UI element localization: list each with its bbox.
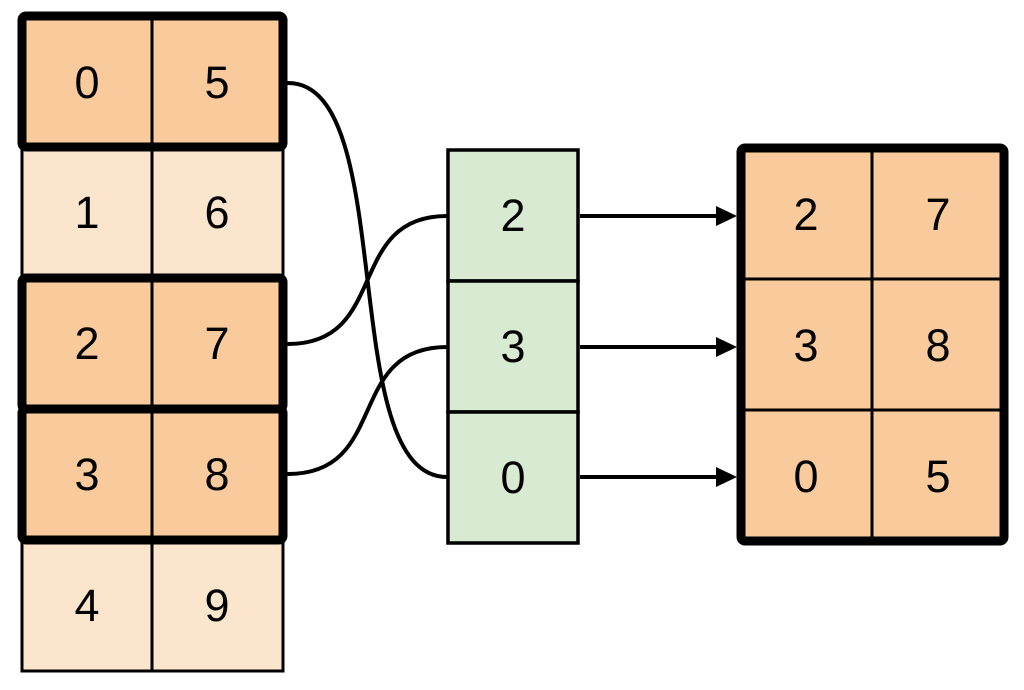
source-value-r0c0: 0 — [74, 57, 99, 108]
highlight-border-row3 — [17, 404, 288, 545]
result-value-r2c1: 5 — [925, 451, 950, 502]
source-value-r0c1: 5 — [204, 57, 229, 108]
index-value-1: 3 — [500, 321, 525, 372]
source-cell-r4c0 — [20, 538, 154, 673]
arrowhead-index1 — [716, 337, 737, 357]
result-table-border — [736, 143, 1009, 546]
result-table: 2 7 3 8 0 5 — [736, 143, 1009, 546]
source-value-r4c0: 4 — [74, 580, 99, 631]
source-table: 0 5 1 6 2 7 3 8 4 9 — [17, 11, 288, 673]
source-value-r4c1: 9 — [204, 580, 229, 631]
curve-connectors — [286, 81, 449, 479]
arrowhead-index0 — [716, 206, 737, 226]
arrow-connectors — [580, 206, 737, 487]
index-cell-0 — [446, 148, 580, 283]
index-cell-1 — [446, 279, 580, 414]
result-cell-r2c0 — [739, 408, 874, 543]
result-value-r1c1: 8 — [925, 320, 950, 371]
result-cell-r1c0 — [739, 277, 874, 412]
source-value-r1c0: 1 — [74, 187, 99, 238]
source-value-r2c1: 7 — [204, 318, 229, 369]
arrowhead-index2 — [716, 467, 737, 487]
source-cell-r2c1 — [150, 276, 285, 411]
source-cell-r4c1 — [150, 538, 285, 673]
source-value-r3c1: 8 — [204, 449, 229, 500]
index-value-0: 2 — [500, 190, 525, 241]
curve-row2-to-index2 — [286, 214, 449, 346]
result-cell-r2c1 — [870, 408, 1006, 543]
result-value-r1c0: 3 — [793, 320, 818, 371]
result-value-r0c1: 7 — [925, 189, 950, 240]
curve-row3-to-index3 — [286, 345, 449, 476]
source-cell-r0c1 — [150, 14, 285, 149]
result-cell-r1c1 — [870, 277, 1006, 412]
source-cell-r3c1 — [150, 407, 285, 542]
index-column: 2 3 0 — [446, 148, 580, 545]
index-value-2: 0 — [500, 452, 525, 503]
source-cell-r0c0 — [20, 14, 154, 149]
source-value-r2c0: 2 — [74, 318, 99, 369]
highlight-border-row0 — [17, 11, 288, 152]
source-cell-r1c1 — [150, 145, 285, 280]
index-cell-2 — [446, 410, 580, 545]
source-value-r3c0: 3 — [74, 449, 99, 500]
result-value-r2c0: 0 — [793, 451, 818, 502]
result-value-r0c0: 2 — [793, 189, 818, 240]
source-value-r1c1: 6 — [204, 187, 229, 238]
